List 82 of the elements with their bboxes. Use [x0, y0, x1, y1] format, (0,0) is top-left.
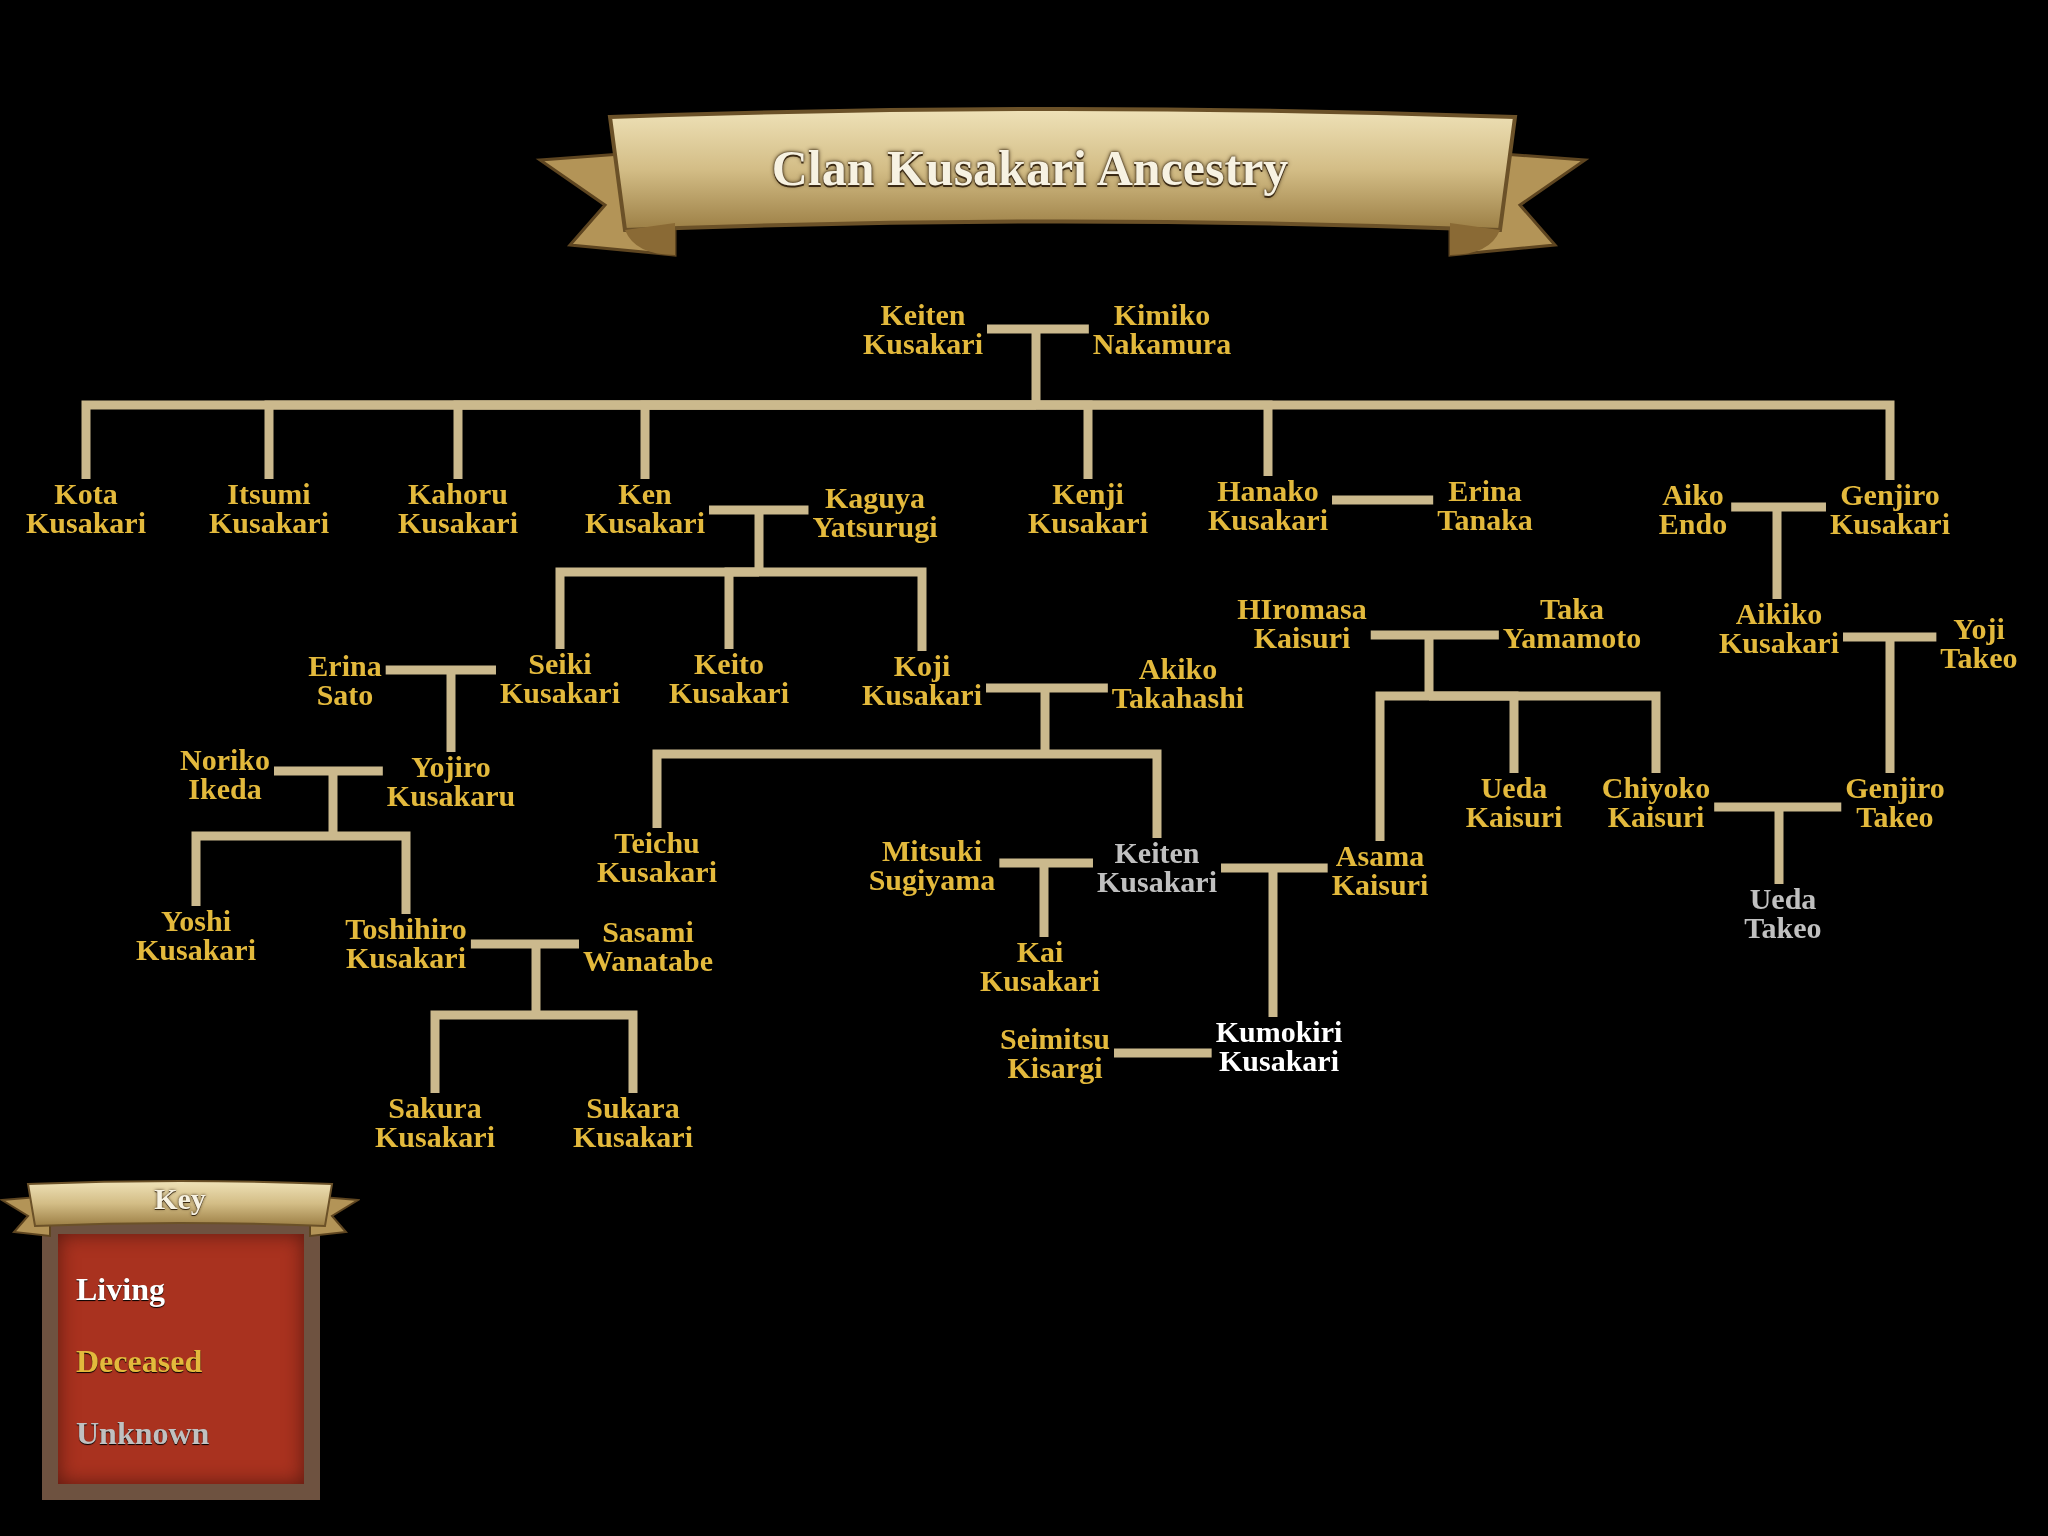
family-connector: [1731, 502, 1777, 512]
person-name: Kimiko Nakamura: [1088, 300, 1236, 358]
family-connector: [1714, 802, 1779, 812]
person-name: Kaguya Yatsurugi: [808, 483, 942, 541]
family-connector: [333, 766, 383, 776]
family-connector: [986, 683, 1045, 693]
family-connector: [999, 858, 1044, 868]
family-connector: [1273, 863, 1328, 873]
person-name: Itsumi Kusakari: [205, 479, 333, 537]
family-connector: [1114, 1048, 1212, 1058]
person-name: Kai Kusakari: [976, 937, 1104, 995]
person-name: Genjiro Takeo: [1841, 773, 1949, 831]
family-connector: [536, 939, 579, 949]
person-name: Noriko Ikeda: [176, 745, 274, 803]
person-name: Erina Sato: [304, 651, 386, 709]
person-name: Sukara Kusakari: [569, 1093, 697, 1151]
person-name: Ken Kusakari: [581, 479, 709, 537]
person-name: Yojiro Kusakaru: [382, 752, 520, 810]
legend-label: Deceased: [76, 1344, 203, 1378]
family-connector: [333, 831, 411, 914]
person-name: Asama Kaisuri: [1327, 841, 1433, 899]
family-connector: [759, 505, 809, 515]
person-name: Ueda Takeo: [1740, 884, 1826, 942]
person-name: Kumokiri Kusakari: [1211, 1017, 1347, 1075]
family-connector: [1375, 691, 1429, 841]
family-connector: [1779, 802, 1842, 812]
person-name: Toshihiro Kusakari: [341, 914, 471, 972]
family-connector: [652, 749, 1045, 828]
person-name: Keiten Kusakari: [1093, 838, 1221, 896]
family-connector: [430, 1010, 536, 1093]
family-connector: [1044, 858, 1093, 868]
family-connector: [274, 766, 333, 776]
family-connector: [1843, 632, 1890, 642]
family-connector: [987, 324, 1036, 334]
diagram-title: Clan Kusakari Ancestry: [770, 139, 1290, 198]
family-connector: [1429, 691, 1661, 773]
person-name: Seimitsu Kisargi: [996, 1024, 1114, 1082]
family-connector: [640, 400, 1036, 479]
person-name: Akiko Takahashi: [1107, 654, 1249, 712]
family-connector: [1045, 749, 1162, 838]
person-name: Yoshi Kusakari: [132, 906, 260, 964]
family-connector: [1036, 324, 1089, 334]
family-connector: [1045, 683, 1108, 693]
person-name: Keiten Kusakari: [859, 300, 987, 358]
person-name: Taka Yamamoto: [1498, 594, 1646, 652]
person-name: Erina Tanaka: [1433, 476, 1537, 534]
person-name: Mitsuki Sugiyama: [864, 836, 1000, 894]
legend-label: Unknown: [76, 1416, 210, 1450]
family-connector: [1429, 630, 1499, 640]
person-name: Aikiko Kusakari: [1715, 599, 1843, 657]
person-name: Kenji Kusakari: [1024, 479, 1152, 537]
person-name: Kota Kusakari: [22, 479, 150, 537]
person-name: Sakura Kusakari: [371, 1093, 499, 1151]
person-name: Chiyoko Kaisuri: [1597, 773, 1715, 831]
family-connector: [191, 831, 333, 906]
family-connector: [1332, 495, 1434, 505]
family-connector: [1370, 630, 1429, 640]
family-connector: [451, 665, 496, 675]
person-name: Sasami Wanatabe: [579, 917, 717, 975]
family-connector: [536, 1010, 638, 1093]
person-name: Teichu Kusakari: [593, 828, 721, 886]
family-connector: [724, 567, 759, 649]
person-name: Ueda Kaisuri: [1461, 773, 1567, 831]
family-connector: [709, 505, 759, 515]
person-name: Koji Kusakari: [858, 651, 986, 709]
family-connector: [385, 665, 451, 675]
person-name: Aiko Endo: [1654, 480, 1732, 538]
person-name: Genjiro Kusakari: [1826, 480, 1954, 538]
legend-label: Living: [76, 1272, 165, 1306]
person-name: HIromasa Kaisuri: [1233, 594, 1371, 652]
legend-title: Key: [153, 1181, 207, 1217]
family-connector: [1777, 502, 1826, 512]
family-connector: [1221, 863, 1273, 873]
person-name: Kahoru Kusakari: [394, 479, 522, 537]
family-connector: [1890, 632, 1937, 642]
family-connector: [759, 567, 927, 651]
person-name: Keito Kusakari: [665, 649, 793, 707]
person-name: Seiki Kusakari: [496, 649, 624, 707]
person-name: Hanako Kusakari: [1204, 476, 1332, 534]
family-connector: [470, 939, 536, 949]
family-connector: [1036, 400, 1895, 480]
person-name: Yoji Takeo: [1936, 614, 2022, 672]
